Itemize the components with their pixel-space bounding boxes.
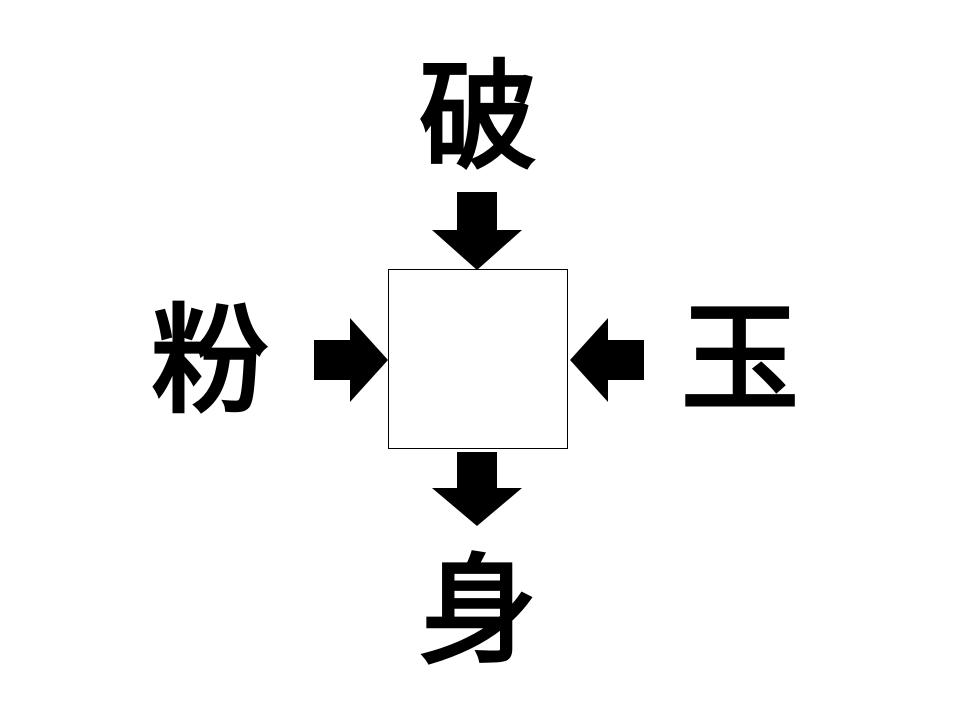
arrow-right-icon [314,318,388,402]
arrow-down-icon [432,452,522,526]
answer-box[interactable] [388,269,568,449]
left-kanji: 粉 [150,292,269,430]
arrow-left-icon [570,318,644,402]
arrow-down-icon [432,192,522,270]
right-kanji: 玉 [680,290,799,428]
bottom-kanji: 身 [418,542,537,680]
top-kanji: 破 [418,48,537,186]
